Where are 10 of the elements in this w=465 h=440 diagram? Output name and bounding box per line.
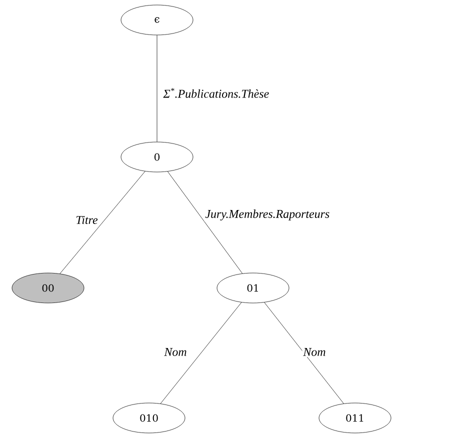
edge-label: Titre xyxy=(74,214,99,225)
tree-edge xyxy=(60,171,146,274)
tree-edge xyxy=(264,302,344,404)
edge-label: Nom xyxy=(163,347,188,357)
tree-edge xyxy=(156,35,158,142)
edge-label: Nom xyxy=(302,347,327,357)
tree-edge xyxy=(167,171,243,274)
tree-edge xyxy=(160,302,242,404)
edge-label: Σ$^{*}$.Publications.Thèse xyxy=(162,87,270,99)
edge-label: Jury.Membres.Raporteurs xyxy=(204,208,331,222)
